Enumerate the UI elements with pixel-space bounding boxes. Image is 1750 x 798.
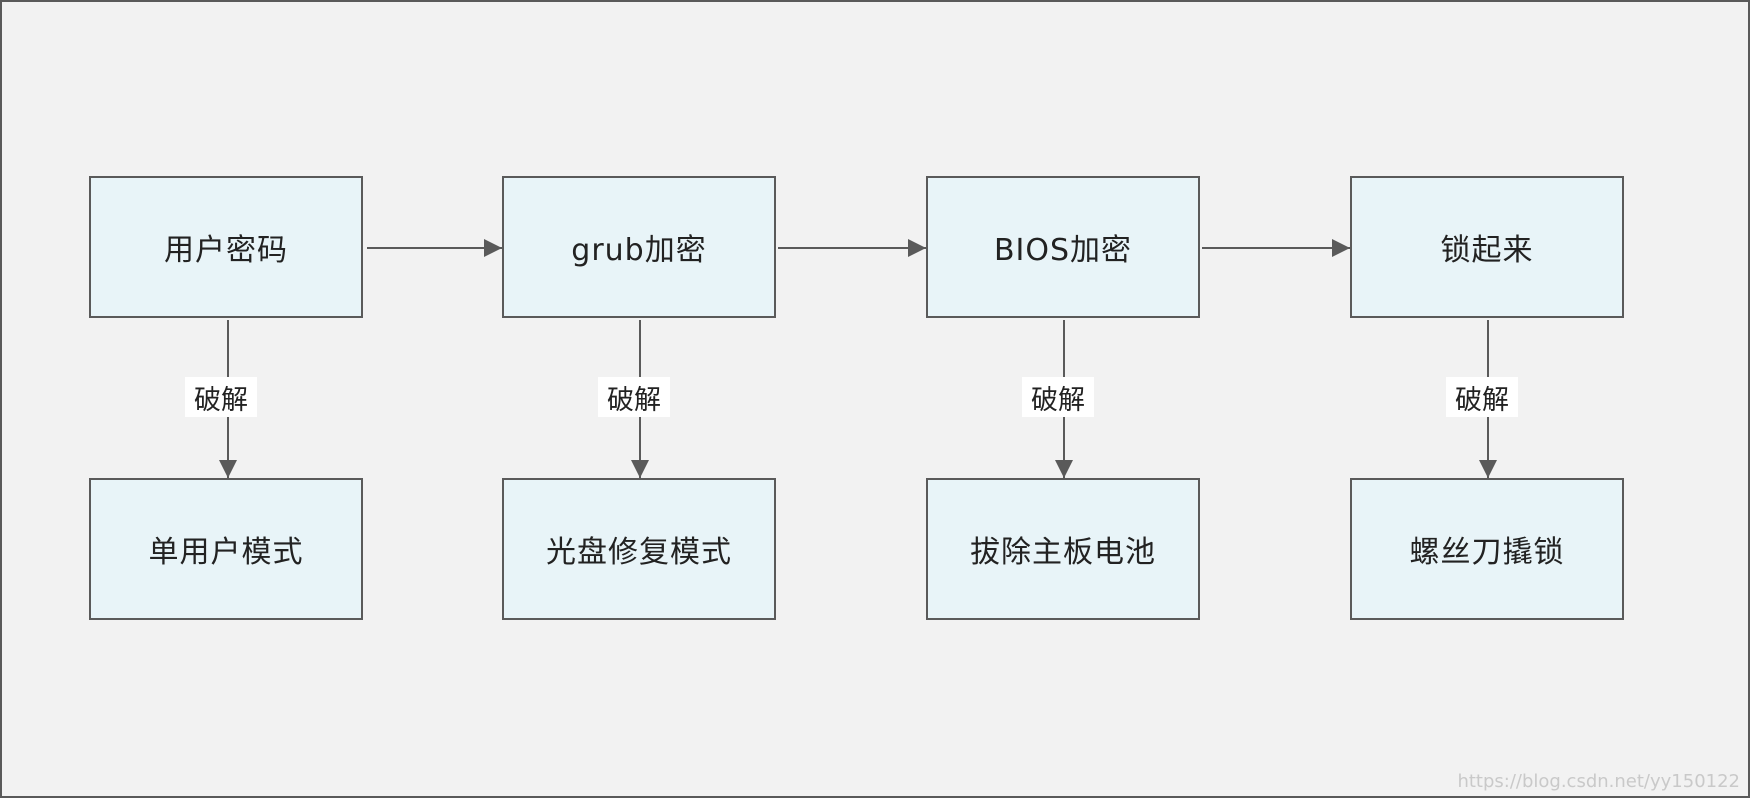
edge-label-crack-2: 破解: [598, 377, 670, 417]
node-screwdriver-pick-lock: 螺丝刀撬锁: [1350, 478, 1624, 620]
edge-label-crack-4: 破解: [1446, 377, 1518, 417]
edge-label-crack-3: 破解: [1022, 377, 1094, 417]
node-single-user-mode: 单用户模式: [89, 478, 363, 620]
node-remove-battery: 拔除主板电池: [926, 478, 1200, 620]
node-bios-encryption: BIOS加密: [926, 176, 1200, 318]
node-lock-up: 锁起来: [1350, 176, 1624, 318]
node-user-password: 用户密码: [89, 176, 363, 318]
node-cd-repair-mode: 光盘修复模式: [502, 478, 776, 620]
node-grub-encryption: grub加密: [502, 176, 776, 318]
edge-label-crack-1: 破解: [185, 377, 257, 417]
watermark-text: https://blog.csdn.net/yy150122: [1457, 771, 1740, 792]
